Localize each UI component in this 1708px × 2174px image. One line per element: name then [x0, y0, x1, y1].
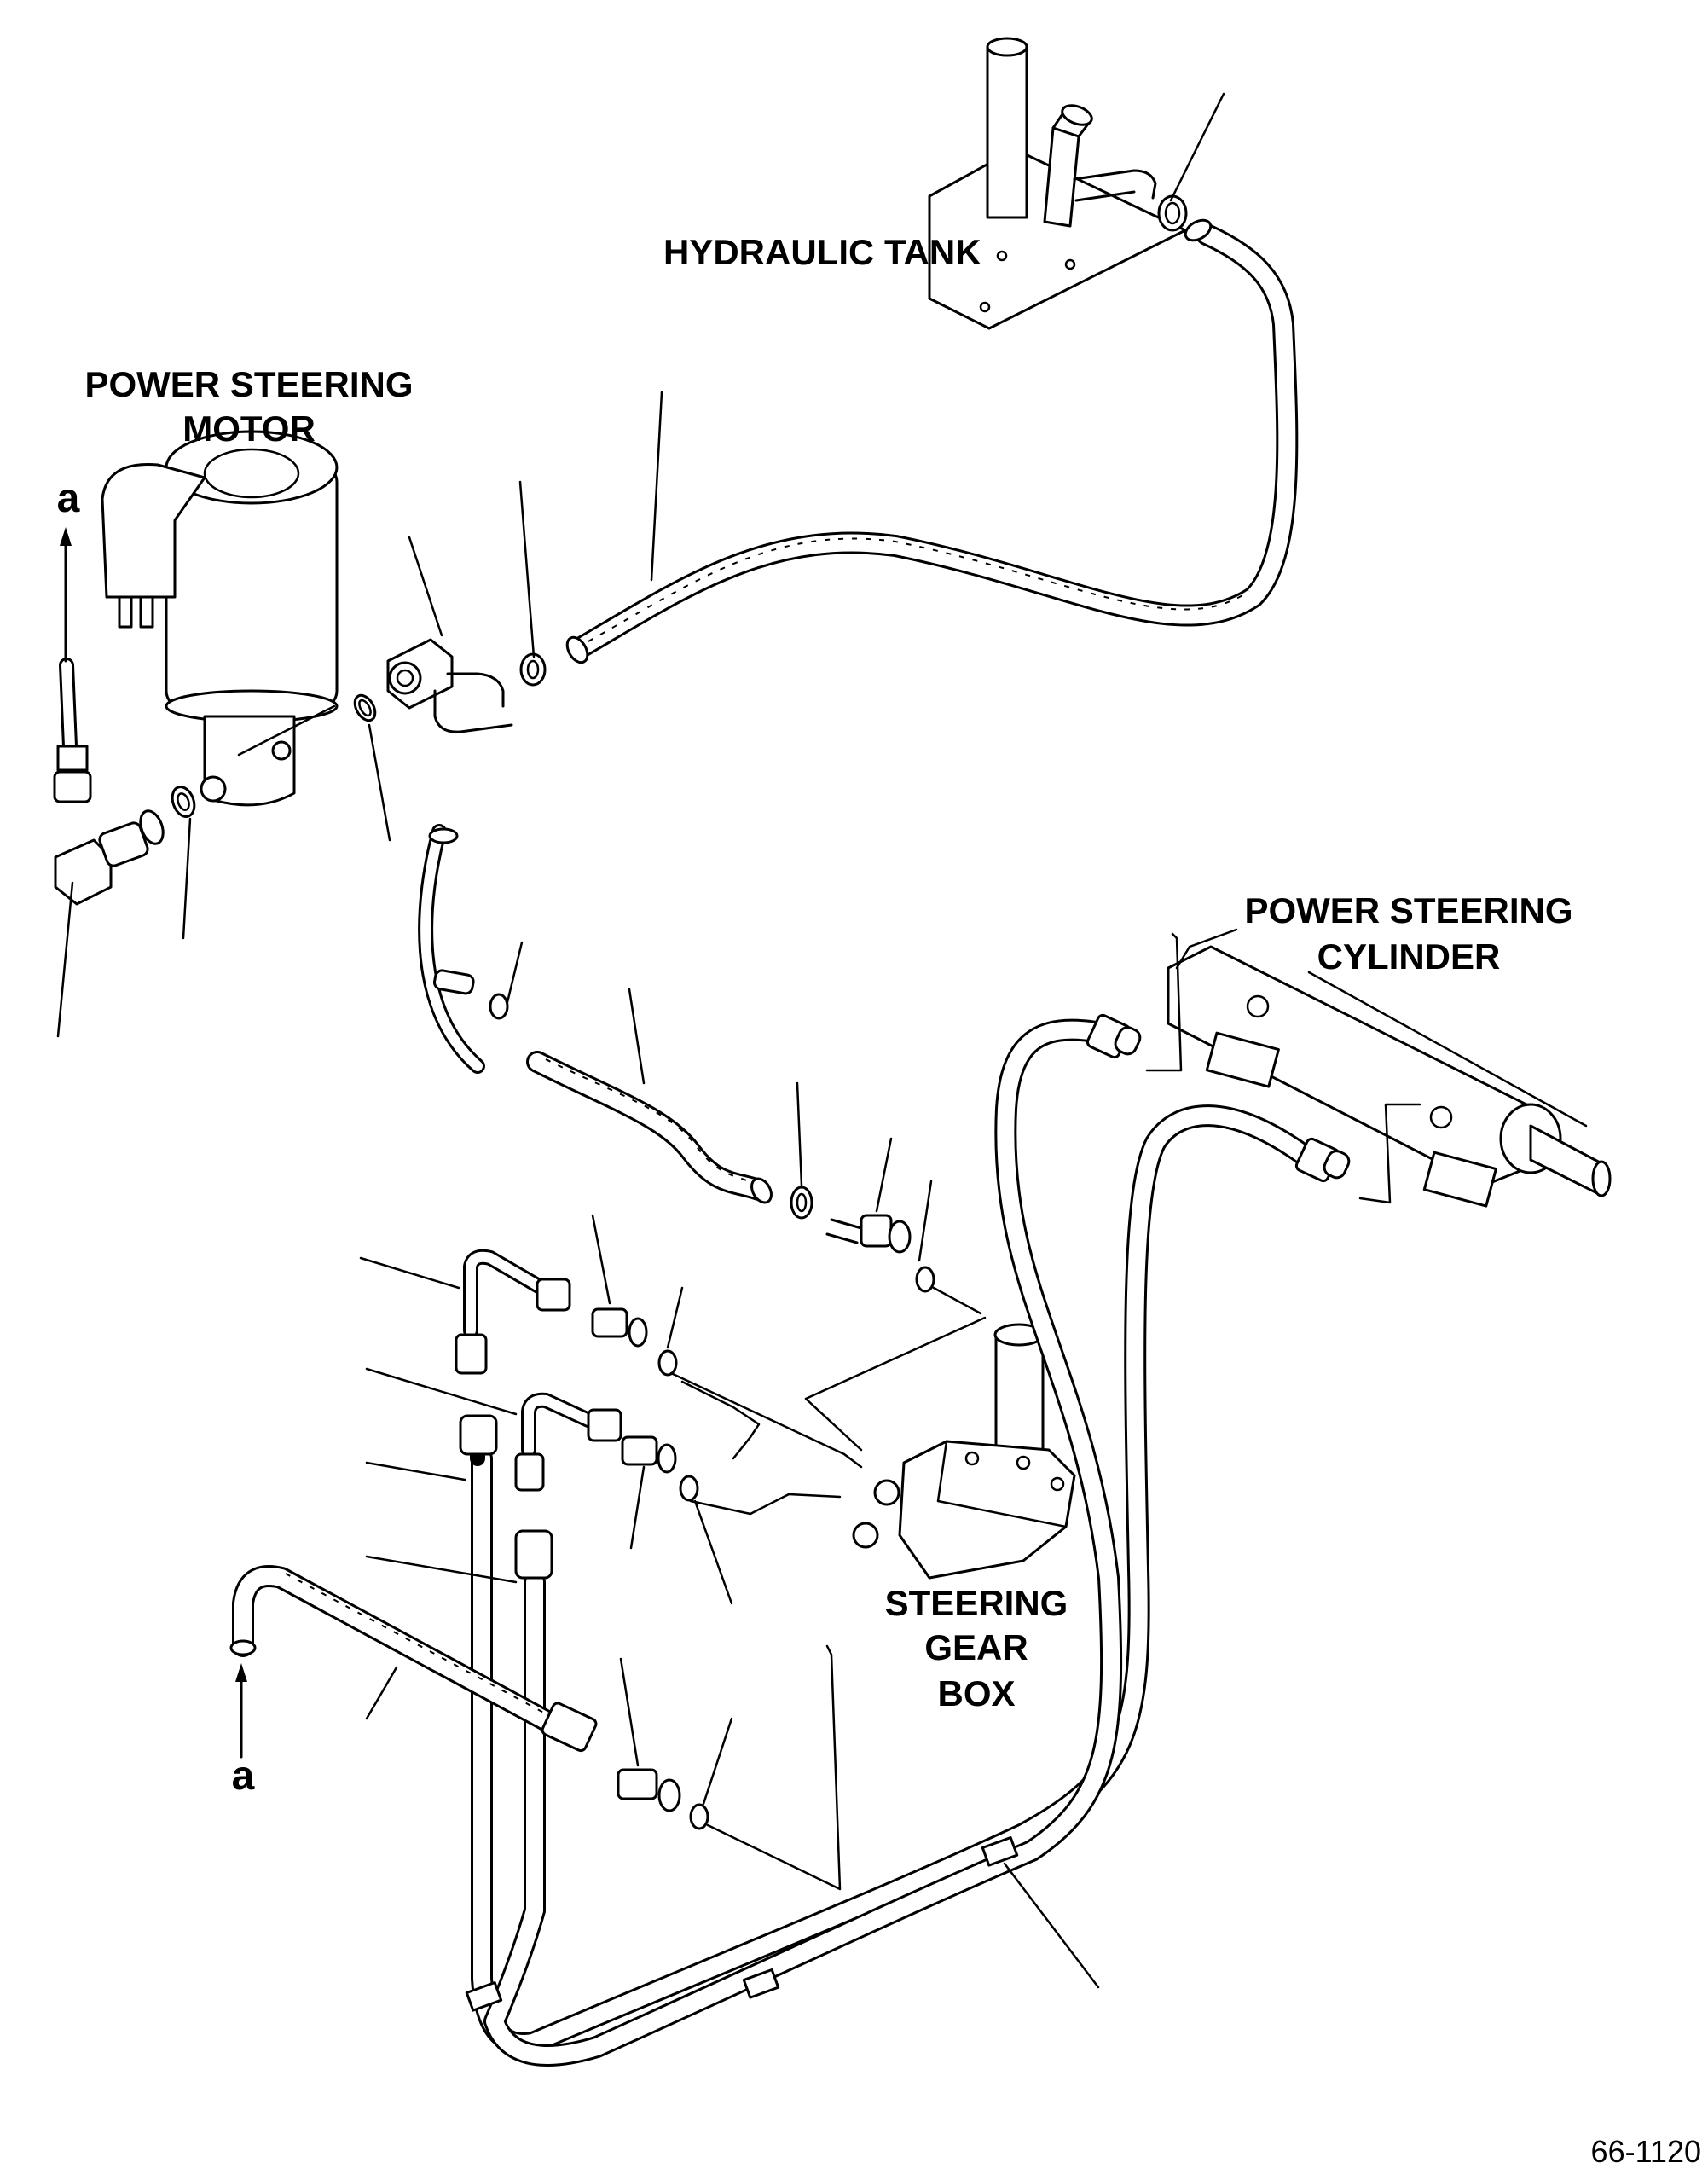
- gearbox-pipe-upper: [455, 1249, 571, 1375]
- leader-lines: [56, 92, 1588, 1989]
- hose-clamp-tank: [1157, 194, 1188, 232]
- hydraulic-tank: [928, 37, 1187, 330]
- gear-box-return-hose: [526, 1051, 773, 1204]
- motor-outlet-fitting: [353, 638, 547, 733]
- motor-inlet-hose-left: [53, 658, 92, 803]
- hose-clamp-gearbox: [790, 1186, 813, 1220]
- label-steering-gear-box-line3: BOX: [937, 1673, 1015, 1713]
- label-power-steering-cylinder-line2: CYLINDER: [1317, 936, 1501, 977]
- label-steering-gear-box-line1: STEERING: [885, 1583, 1068, 1623]
- figure-number: 66-1120: [1591, 2134, 1701, 2169]
- label-steering-gear-box-line2: GEAR: [924, 1627, 1028, 1667]
- label-power-steering-cylinder-line1: POWER STEERING: [1244, 890, 1572, 930]
- tank-return-hose: [565, 218, 1299, 664]
- suction-hose-mid: [418, 824, 509, 1074]
- motor-suction-hose-bottom: [229, 1565, 598, 1753]
- label-hydraulic-tank: HYDRAULIC TANK: [663, 232, 981, 272]
- connection-ref-a-top: a: [57, 476, 80, 521]
- connection-ref-a-bottom: a: [232, 1754, 255, 1799]
- gearbox-fittings: [591, 1307, 709, 1830]
- power-steering-motor: [101, 430, 339, 807]
- gearbox-pipe-lower: [514, 1392, 622, 1492]
- gearbox-return-fitting: [825, 1214, 935, 1293]
- label-power-steering-motor-line2: MOTOR: [182, 409, 316, 449]
- steering-gear-box: [852, 1323, 1076, 1580]
- power-steering-cylinder: [1167, 945, 1612, 1208]
- motor-left-fitting: [54, 786, 196, 906]
- gearbox-to-cylinder-lines: [459, 1013, 1351, 2067]
- label-power-steering-motor-line1: POWER STEERING: [84, 364, 413, 404]
